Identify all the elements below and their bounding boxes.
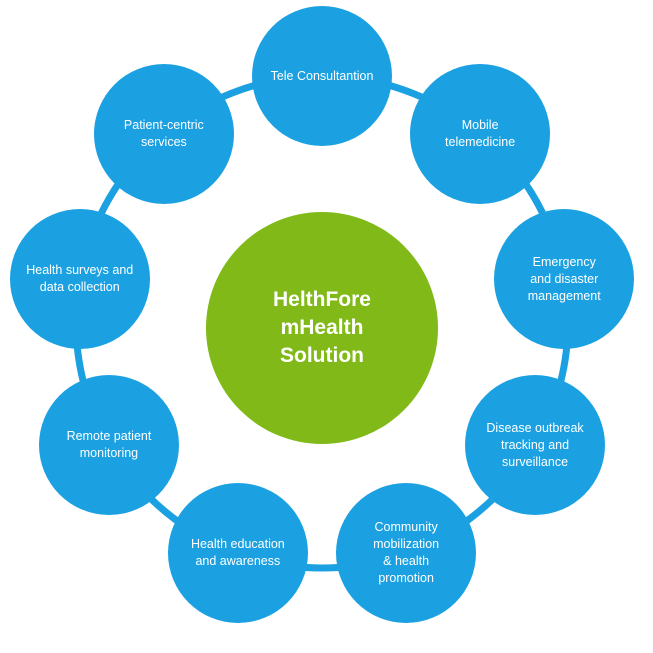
- node-community-mobilization[interactable]: Community mobilization & health promotio…: [336, 483, 477, 624]
- node-label: Mobile telemedicine: [445, 117, 516, 149]
- node-disease-outbreak[interactable]: Disease outbreak tracking and surveillan…: [465, 375, 606, 515]
- node-label: Emergency and disaster management: [527, 254, 601, 303]
- node-label: Health surveys and data collection: [26, 263, 134, 295]
- node-label: Patient-centric services: [123, 117, 204, 149]
- node-remote-monitoring[interactable]: Remote patient monitoring: [38, 375, 179, 515]
- node-mobile-telemedicine[interactable]: Mobile telemedicine: [410, 63, 551, 204]
- node-label: Health education and awareness: [190, 537, 285, 569]
- node-label: Remote patient monitoring: [66, 429, 152, 460]
- node-health-surveys[interactable]: Health surveys and data collection: [9, 209, 150, 350]
- node-label: Disease outbreak tracking and surveillan…: [486, 420, 584, 469]
- node-tele-consultation[interactable]: Tele Consultantion: [252, 6, 392, 146]
- center-circle: HelthFore mHealth Solution: [206, 212, 438, 444]
- node-emergency-disaster[interactable]: Emergency and disaster management: [494, 209, 635, 350]
- node-label: Tele Consultantion: [270, 68, 374, 83]
- node-health-education[interactable]: Health education and awareness: [167, 483, 308, 624]
- node-patient-centric[interactable]: Patient-centric services: [93, 63, 234, 204]
- center-label: HelthFore mHealth Solution: [272, 288, 371, 367]
- node-label: Community mobilization & health promotio…: [373, 520, 440, 586]
